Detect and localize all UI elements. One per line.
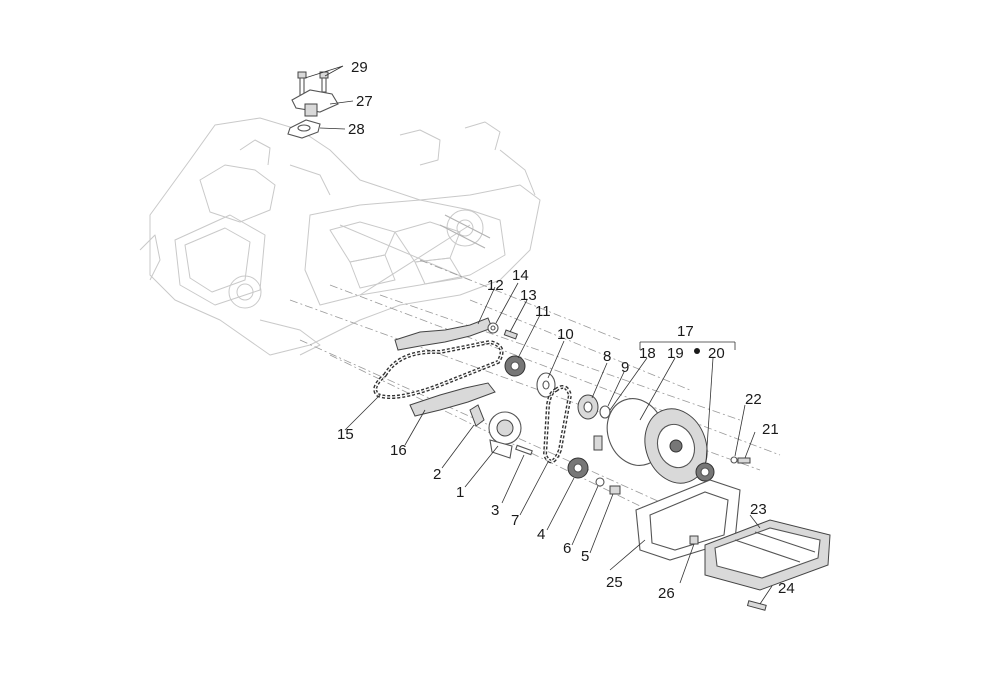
bolt-21 bbox=[737, 457, 751, 464]
chain-7 bbox=[542, 384, 573, 464]
callout-11: 11 bbox=[535, 303, 551, 320]
pump-cover-2 bbox=[469, 404, 485, 427]
callout-3: 3 bbox=[491, 502, 499, 519]
engine-block bbox=[139, 117, 541, 356]
bolt-24 bbox=[746, 600, 767, 611]
callout-14: 14 bbox=[512, 267, 529, 284]
callout-28: 28 bbox=[348, 121, 365, 138]
seal-20 bbox=[695, 462, 715, 482]
callout-9: 9 bbox=[621, 359, 629, 376]
callout-27: 27 bbox=[356, 93, 373, 110]
oil-sump-23 bbox=[704, 519, 831, 591]
callout-5: 5 bbox=[581, 548, 589, 565]
callout-12: 12 bbox=[487, 277, 504, 294]
oil-pump-1 bbox=[488, 411, 522, 459]
callout-1: 1 bbox=[456, 484, 464, 501]
callout-15: 15 bbox=[337, 426, 354, 443]
callout-16: 16 bbox=[390, 442, 407, 459]
callout-25: 25 bbox=[606, 574, 623, 591]
callout-4: 4 bbox=[537, 526, 545, 543]
callout-19: 19 bbox=[667, 345, 684, 362]
callout-labels: 29 27 28 12 14 13 11 10 17 18 19 20 8 9 … bbox=[337, 59, 795, 602]
o-ring-9 bbox=[599, 405, 611, 419]
callout-29: 29 bbox=[351, 59, 368, 76]
washer-14 bbox=[487, 322, 499, 334]
callout-23: 23 bbox=[750, 501, 767, 518]
callout-22: 22 bbox=[745, 391, 762, 408]
callout-2: 2 bbox=[433, 466, 441, 483]
callout-24: 24 bbox=[778, 580, 795, 597]
cover-assembly-dot bbox=[694, 348, 700, 354]
callout-20: 20 bbox=[708, 345, 725, 362]
cover-assembly-17 bbox=[593, 398, 715, 484]
bolt-13 bbox=[503, 329, 518, 340]
callout-26: 26 bbox=[658, 585, 675, 602]
washer-6 bbox=[595, 477, 605, 487]
disc-10 bbox=[536, 372, 556, 398]
gasket-28 bbox=[287, 119, 321, 139]
tensioner-body-27 bbox=[291, 89, 339, 117]
sprocket-4 bbox=[567, 457, 589, 479]
chain-guide-16 bbox=[409, 382, 496, 417]
callout-8: 8 bbox=[603, 348, 611, 365]
callout-6: 6 bbox=[563, 540, 571, 557]
sprocket-11 bbox=[504, 355, 526, 377]
plug-26 bbox=[689, 535, 699, 545]
callout-17: 17 bbox=[677, 323, 694, 340]
leader-lines bbox=[304, 65, 773, 605]
chain-15 bbox=[373, 339, 504, 399]
bolt-5 bbox=[609, 485, 621, 495]
callout-7: 7 bbox=[511, 512, 519, 529]
callout-13: 13 bbox=[520, 287, 537, 304]
callout-21: 21 bbox=[762, 421, 779, 438]
washer-22 bbox=[730, 456, 738, 464]
callout-18: 18 bbox=[639, 345, 656, 362]
block-18 bbox=[593, 435, 603, 451]
pump-rotor-8 bbox=[577, 394, 599, 420]
chain-tensioner-assembly bbox=[287, 71, 339, 139]
callout-10: 10 bbox=[557, 326, 574, 343]
screw-3 bbox=[515, 444, 533, 456]
cover-plate bbox=[644, 408, 708, 484]
